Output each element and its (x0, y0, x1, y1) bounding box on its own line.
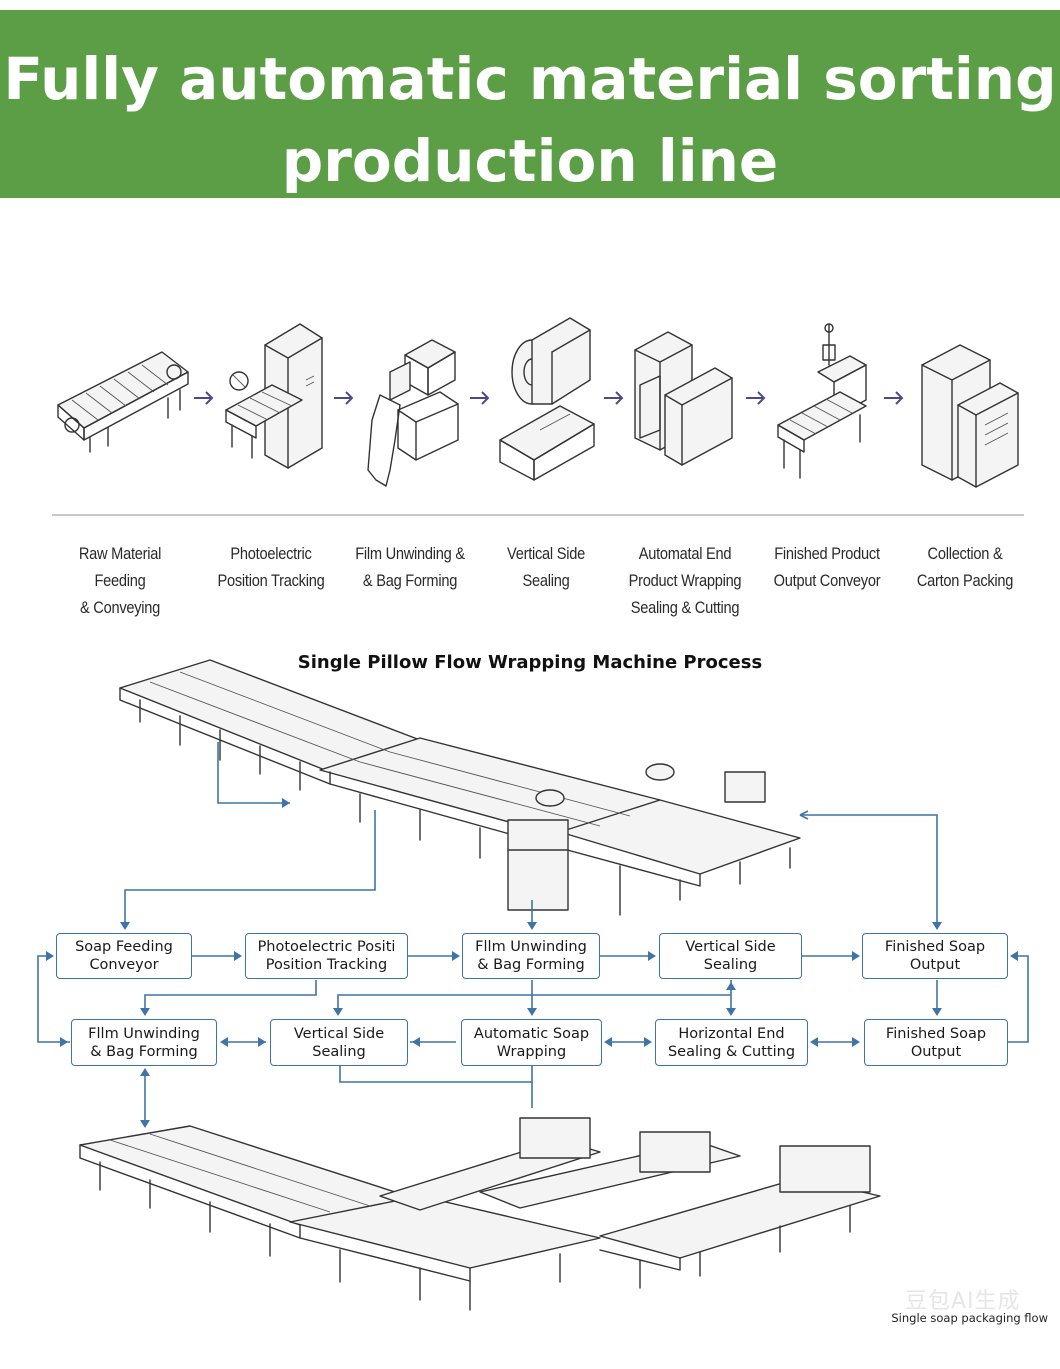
flow-arrowhead (452, 951, 460, 961)
flow-arrowhead (333, 1008, 343, 1016)
arrow-right-icon (194, 391, 214, 405)
title-line-1: Fully automatic material sorting (3, 45, 1057, 113)
flow-arrowhead (258, 1037, 266, 1047)
flow-arrowhead (46, 951, 54, 961)
flow-arrowhead (604, 1037, 612, 1047)
carton-box-icon (921, 344, 1019, 488)
step-label-1: Raw Material Feeding& Conveying (78, 544, 162, 617)
upper-wrapping-machine-illustration (119, 659, 801, 916)
flow-arrowhead (282, 798, 290, 808)
flow-arrowhead (220, 1037, 228, 1047)
film-unwinding-icon (367, 339, 459, 487)
flow-arrowhead (726, 1008, 736, 1016)
film-roll-sealer-icon (499, 317, 595, 481)
flow-arrowhead (140, 1008, 150, 1016)
output-conveyor-icon (777, 323, 867, 479)
title-banner: Fully automatic material sorting product… (0, 10, 1060, 198)
flow-arrowhead (412, 1037, 420, 1047)
photoelectric-sensor-station-icon (225, 323, 323, 469)
flow-arrowhead (852, 1037, 860, 1047)
lower-wrapping-machine-illustration (79, 1117, 881, 1311)
flow-arrowhead (648, 951, 656, 961)
step-label-3: Film Unwinding && Bag Forming (355, 544, 465, 590)
flow-arrowhead (140, 1068, 150, 1076)
flow-arrowhead (852, 951, 860, 961)
end-sealer-icon (634, 331, 733, 466)
flow-arrowhead (1010, 951, 1018, 961)
flow-arrowhead (140, 1120, 150, 1128)
flow-arrowhead (120, 922, 130, 930)
step-label-7: Collection &Carton Packing (916, 544, 1014, 590)
flow-box-film-unwinding: Fllm Unwinding& Bag Forming (462, 933, 600, 979)
flow-arrowhead (810, 1037, 818, 1047)
flow-arrowhead (60, 1037, 68, 1047)
arrow-right-icon (604, 391, 624, 405)
flow-arrowhead (644, 1037, 652, 1047)
arrow-right-icon (746, 391, 766, 405)
flow-arrowhead (726, 982, 736, 990)
flow-arrowhead (932, 922, 942, 930)
flow-arrowheads (46, 798, 1018, 1128)
process-title: Single Pillow Flow Wrapping Machine Proc… (297, 652, 763, 673)
flow-arrowhead (527, 922, 537, 930)
title-line-2: production line (281, 127, 779, 195)
flow-arrowhead (527, 1008, 537, 1016)
watermark: 豆包AI生成 (905, 1289, 1021, 1314)
arrow-right-icon (884, 391, 904, 405)
arrow-right-icon (470, 391, 490, 405)
step-arrows (194, 391, 904, 405)
arrow-right-icon (334, 391, 354, 405)
caption: Single soap packaging flow (891, 1311, 1048, 1325)
flow-arrowhead (932, 1008, 942, 1016)
flow-box-film-unwinding-2: Fllm Unwinding& Bag Forming (71, 1019, 217, 1066)
flow-arrowhead (234, 951, 242, 961)
belt-conveyor-icon (57, 351, 189, 453)
